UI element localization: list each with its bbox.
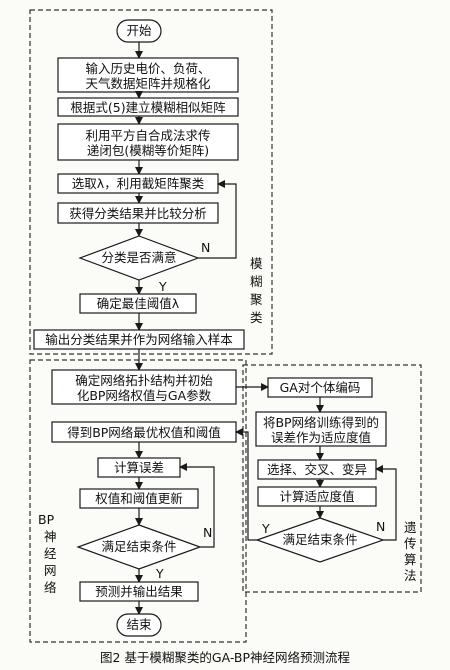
best-lambda-box — [79, 293, 197, 314]
vertical-label-char: 法 — [404, 568, 417, 583]
arrow-satisfied-no-loop — [198, 180, 237, 259]
fitness-text-line1: 将BP网络训练得到的 — [263, 415, 379, 430]
init-text-line2: 化BP网络权值与GA参数 — [77, 388, 212, 403]
ga-label-text: 遗传算法 — [404, 520, 417, 583]
best-lambda-text: 确定最佳阈值λ — [97, 296, 180, 311]
bp-yes-label: Y — [155, 566, 164, 581]
fuzzy-clustering-frame — [29, 9, 273, 355]
bp-network-frame — [29, 359, 247, 643]
input-text-line1: 输入历史电价、负荷、 — [85, 61, 210, 76]
genetic-algorithm-frame — [242, 364, 422, 593]
figure-caption: 图2 基于模糊聚类的GA-BP神经网络预测流程 — [100, 650, 351, 665]
end-text: 结束 — [126, 617, 152, 632]
satisfied-no-label: N — [201, 240, 210, 255]
classification-text: 获得分类结果并比较分析 — [69, 206, 207, 221]
ga-end-condition-text: 满足结束条件 — [282, 532, 357, 547]
similar-matrix-box — [57, 97, 239, 117]
vertical-label-char: 传 — [404, 536, 417, 551]
ga-operators-text: 选择、交叉、变异 — [267, 462, 367, 477]
vertical-label-char: 遗 — [404, 520, 417, 535]
select-lambda-text: 选取λ，利用截矩阵聚类 — [72, 176, 205, 191]
bp-network-label: BP 神经网络 — [38, 512, 57, 595]
vertical-label-char: BP — [38, 512, 55, 527]
ga-encode-text: GA对个体编码 — [280, 380, 361, 395]
closure-text-line2: 递闭包(模糊等价矩阵) — [87, 143, 209, 158]
vertical-label-char: 算 — [404, 552, 417, 567]
classification-box — [57, 202, 219, 224]
start-text: 开始 — [126, 23, 152, 38]
vertical-label-char: 类 — [250, 310, 263, 325]
vertical-label-char: 经 — [44, 546, 57, 561]
init-text-line1: 确定网络拓扑结构并初始 — [75, 373, 213, 388]
arrow-bp-no-loop — [179, 463, 215, 548]
update-weights-text: 权值和阈值更新 — [95, 491, 183, 506]
vertical-label-char: 糊 — [250, 274, 263, 289]
fuzzy-clustering-label: 模糊聚类 — [250, 256, 263, 325]
init-network-box — [51, 369, 237, 405]
vertical-label-char: 络 — [44, 580, 57, 595]
bp-label-text: BP 神经网络 — [38, 512, 57, 595]
vertical-label-char: 神 — [44, 529, 57, 544]
vertical-label-char: 聚 — [250, 292, 263, 307]
input-text-line2: 天气数据矩阵并规格化 — [85, 76, 211, 91]
satisfied-text: 分类是否满意 — [101, 250, 176, 265]
compute-error-text: 计算误差 — [114, 460, 164, 475]
optimal-weights-text: 得到BP网络最优权值和阈值 — [67, 425, 221, 440]
bp-no-label: N — [203, 525, 212, 540]
fitness-text-line2: 误差作为适应度值 — [271, 430, 371, 445]
satisfied-yes-label: Y — [158, 279, 167, 294]
arrow-ga-no-loop — [375, 465, 397, 541]
bp-end-condition-text: 满足结束条件 — [101, 539, 176, 554]
fuzzy-label-char-1: 模糊聚类 — [250, 256, 263, 325]
predict-output-text: 预测并输出结果 — [95, 584, 183, 599]
vertical-label-char: 网 — [44, 563, 57, 578]
fitness-definition-box — [255, 411, 387, 447]
similar-matrix-text: 根据式(5)建立模糊相似矩阵 — [70, 100, 226, 115]
vertical-label-char: 模 — [250, 256, 263, 271]
transitive-closure-box — [57, 123, 239, 161]
input-data-box — [57, 57, 239, 93]
ga-end-condition-decision — [255, 517, 385, 563]
output-samples-text: 输出分类结果并作为网络输入样本 — [45, 332, 233, 347]
arrow-ga-yes-optimal — [235, 428, 257, 541]
ga-fitness-box — [257, 486, 377, 507]
ga-yes-label: Y — [261, 521, 270, 536]
genetic-algorithm-label: 遗传算法 — [404, 520, 417, 583]
end-terminal — [116, 613, 162, 637]
ga-no-label: N — [376, 519, 385, 534]
ga-fitness-text: 计算适应度值 — [279, 489, 354, 504]
closure-text-line1: 利用平方自合成法求传 — [85, 128, 210, 143]
